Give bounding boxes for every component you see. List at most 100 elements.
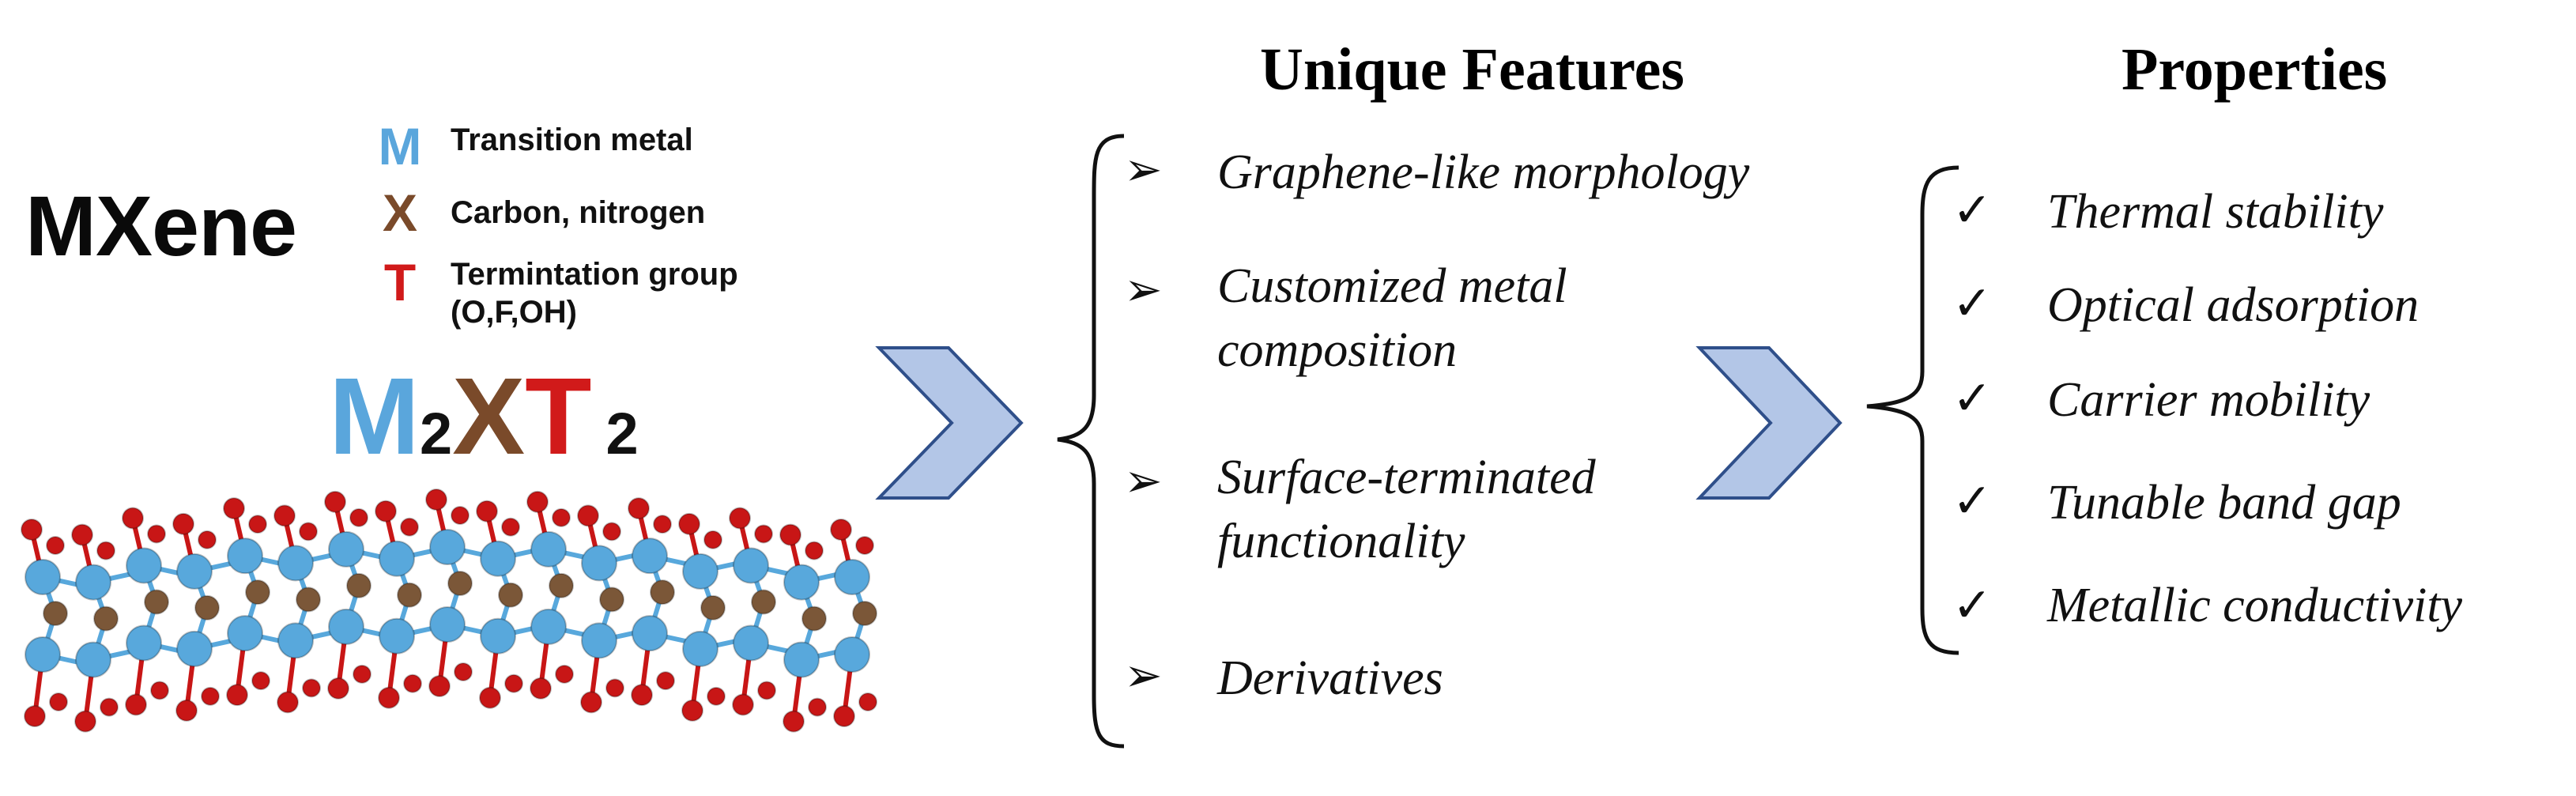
termination-atom (324, 490, 346, 513)
carbon-atom (549, 572, 574, 598)
termination-atom (353, 664, 372, 684)
formula-t: T (525, 356, 592, 477)
check-icon: ✓ (1952, 372, 1993, 424)
termination-atom (729, 507, 751, 530)
carbon-atom (650, 579, 675, 605)
metal-atom (834, 636, 870, 673)
metal-atom (379, 617, 415, 655)
termination-atom (577, 504, 599, 527)
metal-atom (530, 608, 567, 645)
termination-atom (21, 519, 43, 541)
metal-atom (480, 540, 516, 577)
chevron-arrow-icon-2 (1695, 346, 1842, 500)
termination-atom (678, 512, 700, 535)
termination-atom (226, 684, 248, 707)
termination-atom (100, 697, 119, 717)
metal-atom (733, 547, 769, 584)
termination-atom (628, 497, 650, 520)
carbon-atom (599, 587, 624, 613)
termination-atom (602, 522, 621, 541)
termination-atom (656, 671, 675, 691)
termination-atom (46, 536, 65, 555)
termination-atom (201, 686, 220, 706)
termination-atom (779, 523, 801, 546)
formula-m-sub: 2 (419, 401, 453, 466)
legend-letter-x: X (382, 183, 418, 242)
termination-atom (223, 497, 245, 520)
termination-atom (703, 530, 722, 549)
termination-atom (375, 500, 397, 522)
termination-atom (754, 524, 773, 544)
termination-atom (172, 512, 194, 535)
termination-atom (425, 489, 447, 511)
metal-atom (277, 622, 314, 659)
termination-atom (526, 490, 549, 513)
termination-atom (302, 678, 321, 698)
metal-atom (682, 630, 718, 667)
mxene-title: MXene (25, 178, 297, 274)
legend-label-x: Carbon, nitrogen (451, 195, 706, 230)
carbon-atom (245, 579, 270, 605)
termination-atom (501, 517, 520, 537)
termination-atom (147, 524, 166, 544)
metal-atom (176, 553, 213, 590)
carbon-atom (852, 601, 877, 626)
carbon-atom (296, 587, 321, 613)
termination-atom (454, 662, 473, 681)
termination-atom (49, 692, 68, 711)
termination-atom (74, 710, 96, 733)
carbon-atom (346, 572, 372, 598)
termination-atom (403, 673, 422, 693)
arrow-bullet-icon: ➢ (1124, 650, 1163, 701)
metal-atom (328, 530, 364, 568)
brace-properties-icon (1866, 165, 1959, 655)
legend-label-t: Termintation group (451, 257, 738, 292)
termination-atom (125, 693, 147, 716)
feature-item-functionality: Surface-terminated functionality (1217, 451, 1596, 568)
termination-atom (175, 699, 198, 722)
termination-atom (530, 677, 552, 700)
arrow-bullet-icon: ➢ (1124, 144, 1163, 195)
termination-atom (150, 681, 169, 700)
termination-atom (653, 515, 672, 534)
termination-atom (327, 677, 349, 700)
metal-atom (176, 630, 213, 667)
termination-atom (555, 664, 574, 684)
carbon-atom (498, 582, 523, 608)
termination-atom (552, 507, 571, 527)
termination-atom (349, 507, 368, 527)
termination-atom (277, 691, 299, 714)
mxene-crystal-structure (21, 489, 877, 733)
metal-atom (25, 559, 61, 595)
metal-atom (277, 545, 314, 582)
termination-atom (24, 705, 46, 727)
termination-atom (858, 692, 877, 711)
property-item-optical: Optical adsorption (2047, 278, 2419, 332)
termination-atom (833, 705, 855, 727)
metal-atom (75, 564, 111, 601)
formula-x: X (452, 356, 526, 477)
property-item-carrier: Carrier mobility (2047, 373, 2370, 427)
features-heading: Unique Features (1260, 36, 1684, 103)
termination-atom (378, 686, 400, 709)
termination-atom (476, 500, 498, 522)
termination-atom (732, 693, 754, 716)
termination-atom (580, 691, 602, 714)
metal-atom (581, 622, 617, 659)
metal-atom (126, 624, 162, 662)
metal-atom (834, 559, 870, 595)
metal-atom (530, 530, 567, 568)
metal-atom (682, 553, 718, 590)
termination-atom (248, 515, 267, 534)
termination-atom (122, 507, 144, 530)
termination-atom (251, 671, 270, 691)
property-item-bandgap: Tunable band gap (2047, 476, 2401, 530)
check-icon: ✓ (1952, 277, 1993, 330)
carbon-atom (43, 601, 68, 626)
termination-atom (707, 686, 726, 706)
metal-atom (429, 606, 466, 643)
carbon-atom (93, 605, 119, 632)
check-icon: ✓ (1952, 475, 1993, 527)
